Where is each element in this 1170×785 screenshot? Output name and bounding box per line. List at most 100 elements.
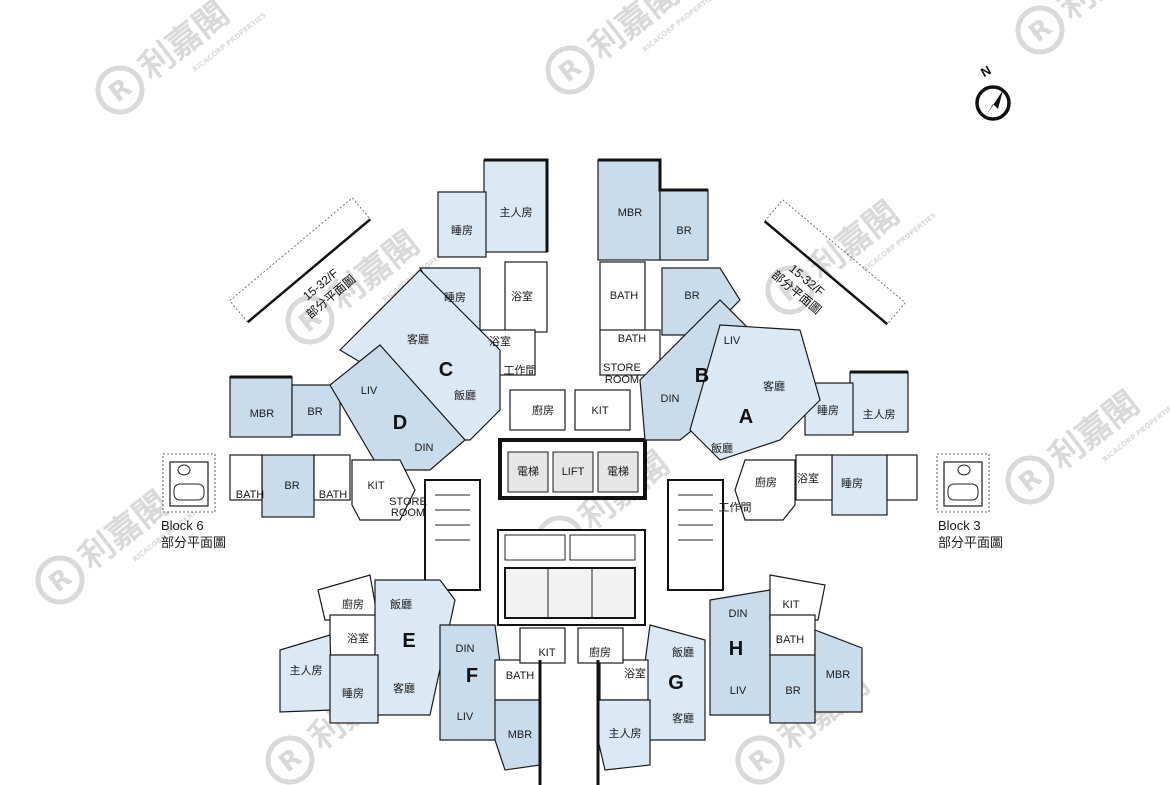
room-label: ROOM xyxy=(605,374,639,386)
room-label: 客廳 xyxy=(407,332,429,346)
room-label: 飯廳 xyxy=(672,645,694,659)
unit-label-e: E xyxy=(402,630,415,652)
unit-label-a: A xyxy=(739,406,753,428)
room-label: 睡房 xyxy=(451,224,473,237)
room-label: MBR xyxy=(826,669,851,681)
watermark: R 利嘉閣 RICACORP PROPERTIES xyxy=(95,0,268,115)
room-label: 客廳 xyxy=(393,681,415,695)
unit-letters: A B C D E F G H xyxy=(393,359,753,694)
svg-text:R: R xyxy=(553,53,587,89)
room-label: LIV xyxy=(361,385,378,397)
room-label: ROOM xyxy=(391,507,425,519)
room-label: MBR xyxy=(250,408,275,420)
core xyxy=(424,438,724,626)
room-label: 廚房 xyxy=(589,645,611,659)
room-label: MBR xyxy=(508,729,533,741)
room-label: BATH xyxy=(610,290,639,302)
room-label: KIT xyxy=(591,405,608,417)
room-label: 飯廳 xyxy=(454,388,476,402)
block-3-plan: Block 3 部分平面圖 xyxy=(936,453,1003,550)
svg-text:R: R xyxy=(43,563,77,599)
room-label: BR xyxy=(684,290,699,302)
room-label: BR xyxy=(785,685,800,697)
north-label: N xyxy=(978,62,994,80)
room-label: 廚房 xyxy=(755,475,777,489)
room-label: MBR xyxy=(618,207,643,219)
room-label: LIV xyxy=(724,335,741,347)
unit-label-g: G xyxy=(668,672,684,694)
block-3-label: Block 3 xyxy=(938,518,981,533)
room-label: 飯廳 xyxy=(711,441,733,455)
svg-text:R: R xyxy=(1023,13,1057,49)
room-labels: 主人房 睡房 睡房 浴室 浴室 客廳 工作間 飯廳 廚房 MBR BR BR B… xyxy=(236,206,896,741)
watermark: R 利嘉閣 RICACORP PROPERTIES xyxy=(545,0,718,95)
room-label: 工作間 xyxy=(504,364,537,377)
room-label: STORE xyxy=(389,496,427,508)
room-label: LIFT xyxy=(562,466,585,478)
watermark: R 利嘉閣 xyxy=(1015,0,1157,55)
room-label: 廚房 xyxy=(342,597,364,611)
room-label: KIT xyxy=(367,480,384,492)
room-label: 主人房 xyxy=(609,727,642,740)
room-label: 浴室 xyxy=(624,666,646,680)
unit-h xyxy=(709,574,863,724)
watermark: R 利嘉閣 RICACORP PROPERTIES xyxy=(765,194,938,315)
svg-text:R: R xyxy=(273,743,307,779)
unit-a xyxy=(689,324,918,521)
room-label: 浴室 xyxy=(489,334,511,348)
unit-c xyxy=(339,159,566,441)
room-label: LIV xyxy=(730,685,747,697)
block-6-caption: 部分平面圖 xyxy=(161,535,226,550)
room-label: LIV xyxy=(457,711,474,723)
unit-label-d: D xyxy=(393,412,407,434)
room-label: STORE xyxy=(603,362,641,374)
svg-text:R: R xyxy=(743,743,777,779)
svg-text:利嘉閣: 利嘉閣 xyxy=(1042,384,1147,478)
room-label: 主人房 xyxy=(290,664,323,677)
room-label: 電梯 xyxy=(517,465,539,478)
north-compass: N xyxy=(975,62,1011,121)
room-label: 飯廳 xyxy=(390,597,412,611)
unit-label-f: F xyxy=(466,665,478,687)
room-label: BR xyxy=(676,225,691,237)
svg-text:R: R xyxy=(103,73,137,109)
svg-text:利嘉閣: 利嘉閣 xyxy=(1052,0,1157,28)
room-label: DIN xyxy=(415,442,434,454)
unit-d xyxy=(229,344,466,521)
svg-text:利嘉閣: 利嘉閣 xyxy=(802,194,907,288)
room-label: DIN xyxy=(661,393,680,405)
room-label: 睡房 xyxy=(841,477,863,490)
room-label: BATH xyxy=(236,489,265,501)
unit-g xyxy=(577,624,706,771)
room-label: DIN xyxy=(729,608,748,620)
room-label: 工作間 xyxy=(719,501,752,514)
block-3-caption: 部分平面圖 xyxy=(938,535,1003,550)
room-label: BR xyxy=(284,480,299,492)
room-label: BATH xyxy=(776,634,805,646)
room-label: 主人房 xyxy=(863,408,896,421)
block-6-plan: Block 6 部分平面圖 xyxy=(161,453,226,550)
room-label: BATH xyxy=(618,333,647,345)
room-label: 客廳 xyxy=(763,379,785,393)
room-label: 客廳 xyxy=(672,711,694,725)
room-label: 睡房 xyxy=(444,291,466,304)
unit-label-c: C xyxy=(439,359,453,381)
svg-text:R: R xyxy=(1013,463,1047,499)
room-label: BR xyxy=(307,406,322,418)
unit-label-b: B xyxy=(695,365,709,387)
room-label: 浴室 xyxy=(511,289,533,303)
block-6-label: Block 6 xyxy=(161,518,204,533)
room-label: 廚房 xyxy=(532,403,554,417)
room-label: 主人房 xyxy=(500,206,533,219)
unit-f xyxy=(439,624,566,771)
room-label: 浴室 xyxy=(347,631,369,645)
room-label: 電梯 xyxy=(607,465,629,478)
room-label: BATH xyxy=(506,670,535,682)
room-label: 浴室 xyxy=(797,471,819,485)
room-label: BATH xyxy=(319,489,348,501)
watermark: R 利嘉閣 RICACORP PROPERTIES xyxy=(1005,384,1170,505)
room-label: DIN xyxy=(456,643,475,655)
room-label: KIT xyxy=(782,599,799,611)
room-label: KIT xyxy=(538,647,555,659)
